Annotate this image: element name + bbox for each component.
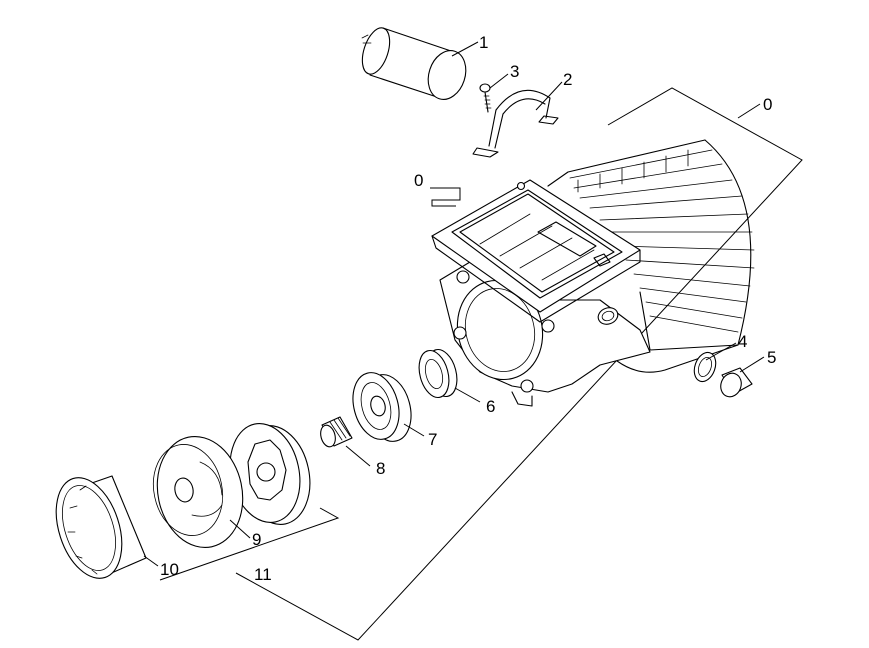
callout-9: 9 — [252, 530, 261, 549]
part-11-housing-cup — [55, 475, 147, 579]
assembly-bracket — [235, 87, 803, 641]
part-1-capacitor — [361, 27, 467, 100]
callout-0-right: 0 — [763, 95, 772, 114]
part-3-screw — [479, 83, 492, 113]
callout-4: 4 — [738, 332, 747, 351]
callout-7: 7 — [428, 430, 437, 449]
part-7-ball-bearing — [352, 372, 412, 442]
callout-5: 5 — [767, 348, 776, 367]
callout-0-left: 0 — [414, 171, 423, 190]
callout-6: 6 — [486, 397, 495, 416]
callout-11: 11 — [254, 565, 272, 584]
part-0-motor-housing — [431, 139, 755, 407]
leader-lines — [143, 41, 765, 581]
part-9-cam-plate — [229, 423, 311, 525]
part-6-shaft-seal — [418, 348, 458, 399]
callout-8: 8 — [376, 459, 385, 478]
part-10-cover-ring — [152, 435, 244, 549]
part-8-needle-bearing — [320, 416, 353, 448]
part-5-plug — [720, 367, 753, 398]
part-4-o-ring — [693, 351, 717, 383]
part-2-clamp-bracket — [472, 89, 559, 158]
callout-labels: 0 0 1 2 3 4 5 6 7 8 9 10 11 — [160, 33, 776, 584]
callout-10: 10 — [160, 560, 179, 579]
callout-3: 3 — [510, 62, 519, 81]
callout-1: 1 — [479, 33, 488, 52]
callout-2: 2 — [563, 70, 572, 89]
